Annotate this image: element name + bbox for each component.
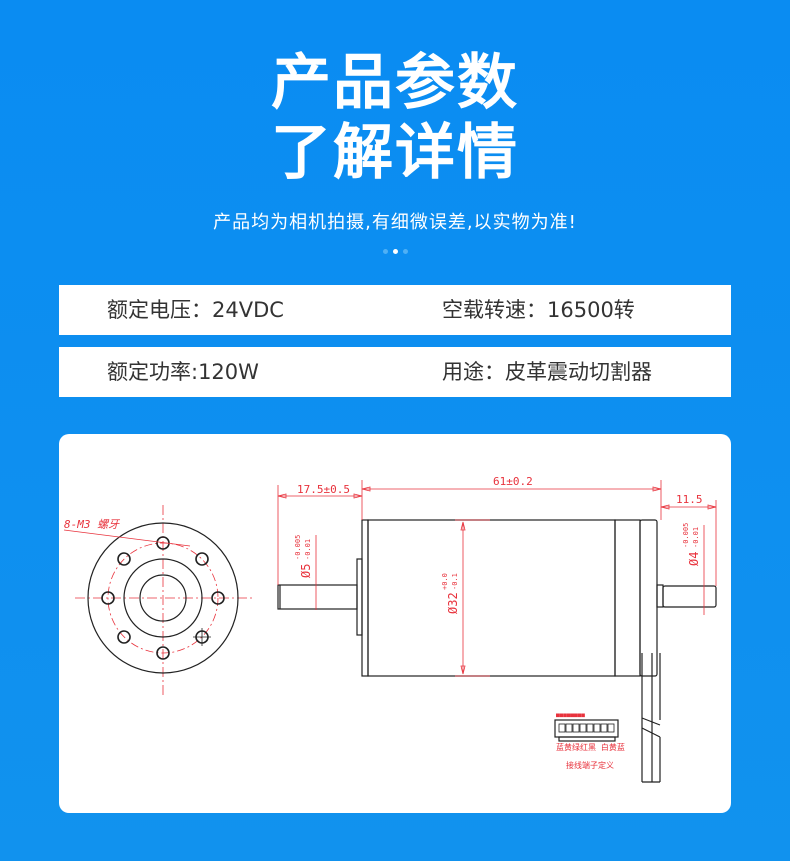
spec-usage: 用途：皮革震动切割器 (442, 360, 652, 384)
motor-dimension-drawing: 8-M3 螺牙 (63, 475, 717, 783)
connector-top-label: ■■■■■■■■ (556, 712, 585, 719)
dim-body-diameter: Ø32 (446, 592, 460, 614)
dim-rear-shaft-diameter: Ø4 (687, 552, 701, 566)
dim-front-shaft-tol-upper: -0.005 (294, 535, 302, 560)
dimension-lines (277, 480, 717, 677)
technical-drawing-card: 8-M3 螺牙 (59, 434, 731, 813)
carousel-dot-2-active[interactable] (392, 249, 398, 254)
dim-front-shaft-diameter: Ø5 (299, 564, 313, 578)
dim-body-length: 61±0.2 (493, 475, 533, 488)
dim-body-tol-lower: -0.1 (451, 573, 459, 590)
dim-front-shaft-tol-lower: -0.01 (304, 539, 312, 560)
side-view (277, 519, 717, 783)
spec-rated-voltage: 额定电压：24VDC (107, 298, 284, 322)
carousel-dot-3[interactable] (402, 249, 408, 254)
spec-no-load-speed: 空载转速：16500转 (442, 298, 635, 322)
dim-body-tol-upper: +0.0 (441, 573, 449, 590)
dim-front-shaft-length: 17.5±0.5 (297, 483, 350, 496)
connector-pin-labels: 蓝黄绿红黑 白黄蓝 (556, 742, 625, 752)
carousel-dot-1[interactable] (382, 249, 388, 254)
thread-spec-label: 8-M3 螺牙 (64, 518, 120, 531)
carousel-indicator (0, 249, 790, 254)
dim-rear-shaft-tol-lower: -0.01 (692, 527, 700, 548)
dim-rear-shaft-length: 11.5 (676, 493, 703, 506)
spec-row-1: 额定电压：24VDC 空载转速：16500转 (59, 285, 731, 335)
page-title-line-2: 了解详情 (271, 118, 519, 188)
spec-row-2: 额定功率:120W 用途：皮革震动切割器 (59, 347, 731, 397)
dim-rear-shaft-tol-upper: -0.005 (682, 523, 690, 548)
connector-caption: 接线端子定义 (566, 760, 614, 770)
spec-rated-power: 额定功率:120W (107, 360, 259, 384)
front-view: 8-M3 螺牙 (63, 505, 253, 698)
page-title-line-1: 产品参数 (271, 48, 519, 118)
disclaimer-subtitle: 产品均为相机拍摄,有细微误差,以实物为准! (213, 212, 577, 233)
